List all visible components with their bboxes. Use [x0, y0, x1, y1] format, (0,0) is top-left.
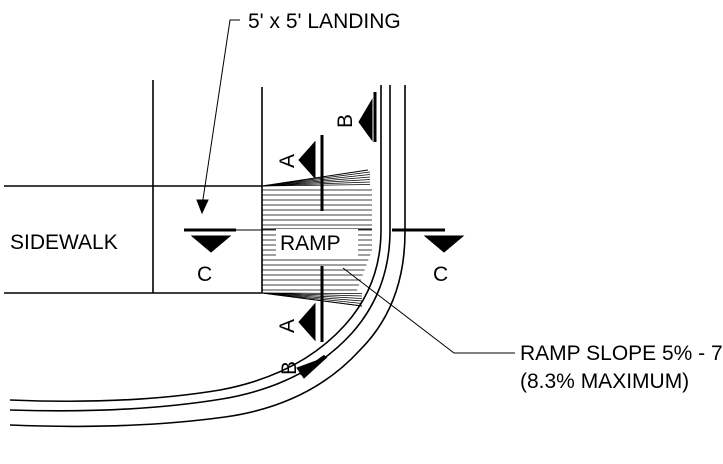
- section-marker-c-left: [184, 228, 262, 253]
- ramp-slope-label: RAMP SLOPE 5% - 7%: [520, 342, 723, 365]
- section-marker-b-top: [358, 92, 377, 142]
- section-c-left-label: C: [197, 263, 212, 286]
- ramp-label-backing: [276, 229, 358, 257]
- ramp-slope-max-label: (8.3% MAXIMUM): [520, 370, 689, 393]
- section-marker-a-top: [298, 135, 324, 211]
- section-marker-c-right: [392, 228, 465, 253]
- section-b-top-label: B: [334, 114, 357, 128]
- landing-label: 5' x 5' LANDING: [248, 10, 401, 33]
- section-marker-a-bottom: [298, 266, 324, 342]
- ramp-label: RAMP: [280, 232, 341, 255]
- section-b-bottom-label: B: [278, 361, 301, 375]
- section-a-bottom-label: A: [276, 319, 299, 333]
- section-a-top-label: A: [276, 154, 299, 168]
- leader-lines: [196, 19, 515, 354]
- curb-lines: [9, 85, 406, 428]
- sidewalk-label: SIDEWALK: [10, 231, 118, 254]
- section-c-right-label: C: [433, 263, 448, 286]
- section-marker-b-bottom: [296, 354, 328, 379]
